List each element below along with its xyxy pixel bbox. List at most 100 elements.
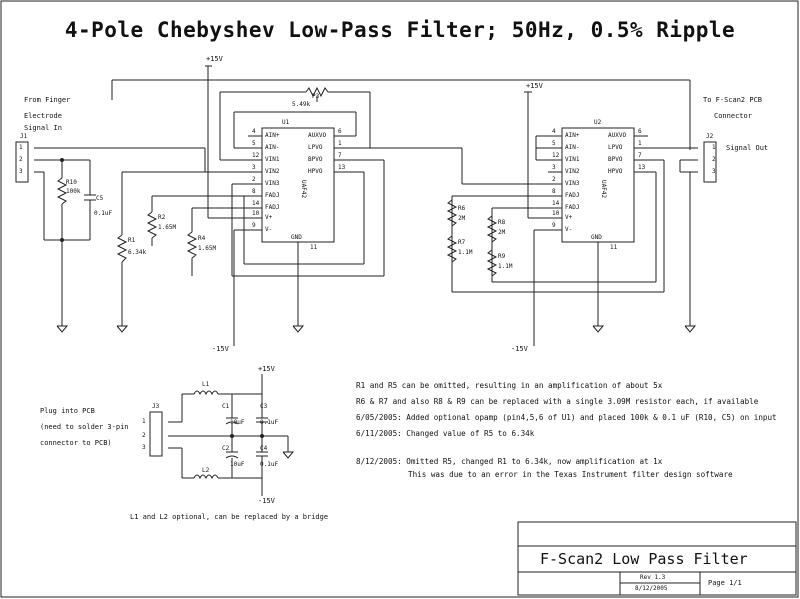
j1-pin-label-2: 2 bbox=[19, 156, 23, 163]
r1-ref: R1 bbox=[128, 237, 136, 244]
r2-resistor bbox=[146, 211, 158, 239]
u1-right-pin-name: LPVO bbox=[308, 144, 323, 151]
c2-plate-bottom bbox=[225, 455, 239, 459]
u2-left-pin-name: AIN+ bbox=[565, 132, 580, 139]
u2-ref: U2 bbox=[594, 119, 602, 126]
u1-left-pin-num: 5 bbox=[252, 140, 256, 147]
schematic-title: 4-Pole Chebyshev Low-Pass Filter; 50Hz, … bbox=[64, 18, 736, 42]
j1-label-line1: From Finger bbox=[24, 96, 71, 104]
j1-pin-label-3: 3 bbox=[19, 168, 23, 175]
u2-right-pin-name: BPVO bbox=[608, 156, 623, 163]
power-caption: L1 and L2 optional, can be replaced by a… bbox=[130, 513, 329, 521]
r8-ref: R8 bbox=[498, 219, 506, 226]
j1-pin-2 bbox=[30, 158, 34, 162]
ground-symbol-u2 bbox=[592, 325, 605, 333]
u1-ref: U1 bbox=[282, 119, 290, 126]
plug-label-line3: connector to PCB) bbox=[40, 439, 112, 447]
l1-ref: L1 bbox=[202, 381, 210, 388]
title-block-name: F-Scan2 Low Pass Filter bbox=[540, 550, 748, 568]
r6-resistor bbox=[446, 199, 458, 227]
u1-left-pin-num: 4 bbox=[252, 128, 256, 135]
u2-left-pin-num: 4 bbox=[552, 128, 556, 135]
r1-resistor bbox=[116, 234, 128, 263]
j3-pin-label-2: 2 bbox=[142, 432, 146, 439]
r6-ref: R6 bbox=[458, 205, 466, 212]
u1-gnd-label: GND bbox=[291, 234, 302, 241]
u2-right-pin-num: 13 bbox=[638, 164, 646, 171]
u2-vminus-label: -15V bbox=[511, 345, 528, 353]
r2-value: 1.65M bbox=[158, 224, 177, 231]
u2-left-pin-num: 3 bbox=[552, 164, 556, 171]
ground-symbol-power bbox=[282, 451, 295, 459]
r4-value: 1.65M bbox=[198, 245, 217, 252]
u1-left-pin-name: AIN+ bbox=[265, 132, 280, 139]
note-4: 6/11/2005: Changed value of R5 to 6.34k bbox=[356, 429, 535, 438]
u1-part: UAF42 bbox=[300, 180, 307, 199]
r4-resistor bbox=[186, 231, 198, 259]
u2-left-pin-num: 10 bbox=[552, 210, 560, 217]
u2-right-pin-num: 7 bbox=[638, 152, 642, 159]
r7-ref: R7 bbox=[458, 239, 466, 246]
u2-left-pin-num: 14 bbox=[552, 200, 560, 207]
u2-left-pin-name: V+ bbox=[565, 214, 573, 221]
u1-left-pin-num: 9 bbox=[252, 222, 256, 229]
u2-left-pin-name: V- bbox=[565, 226, 573, 233]
power-vminus-label: -15V bbox=[258, 497, 275, 505]
u1-vminus-label: -15V bbox=[212, 345, 229, 353]
r7-resistor bbox=[446, 235, 458, 263]
r8-value: 2M bbox=[498, 229, 506, 236]
u1-right-pin-num: 13 bbox=[338, 164, 346, 171]
p3-value: 5.49k bbox=[292, 101, 311, 108]
u2-right-pin-num: 1 bbox=[638, 140, 642, 147]
u1-left-pin-name: VIN3 bbox=[265, 180, 280, 187]
title-block-frame bbox=[517, 521, 797, 596]
p3-potentiometer bbox=[305, 86, 329, 98]
u2-right-pin-num: 6 bbox=[638, 128, 642, 135]
title-block-page: Page 1/1 bbox=[708, 579, 742, 587]
u2-left-pin-name: FADJ bbox=[565, 192, 580, 199]
j2-pin-label-2: 2 bbox=[712, 156, 716, 163]
c2-ref: C2 bbox=[222, 445, 230, 452]
u1-left-pin-num: 14 bbox=[252, 200, 260, 207]
r10-resistor bbox=[56, 177, 68, 205]
u2-left-pin-num: 8 bbox=[552, 188, 556, 195]
u1-right-pin-num: 1 bbox=[338, 140, 342, 147]
u2-gnd-pin: 11 bbox=[610, 244, 618, 251]
u1-right-pin-name: AUXVO bbox=[308, 132, 327, 139]
u1-left-pin-name: FADJ bbox=[265, 192, 280, 199]
u1-left-pin-name: V+ bbox=[265, 214, 273, 221]
plug-label-line2: (need to solder 3-pin bbox=[40, 423, 129, 431]
r9-resistor bbox=[486, 249, 498, 277]
j2-ref: J2 bbox=[706, 133, 714, 140]
u2-right-pin-name: AUXVO bbox=[608, 132, 627, 139]
r10-ref: R10 bbox=[66, 179, 77, 186]
u1-left-pin-name: V- bbox=[265, 226, 273, 233]
c1-ref: C1 bbox=[222, 403, 230, 410]
u1-right-pin-name: HPVO bbox=[308, 168, 323, 175]
title-block-date: 8/12/2005 bbox=[635, 585, 668, 592]
u1-left-pin-name: VIN1 bbox=[265, 156, 280, 163]
j1-pin-3 bbox=[30, 170, 34, 174]
j1-pin-1 bbox=[30, 146, 34, 150]
u1-left-pin-num: 2 bbox=[252, 176, 256, 183]
ground-symbol-r1 bbox=[116, 325, 129, 333]
title-block-rev: Rev 1.3 bbox=[640, 574, 666, 581]
j3-pin-label-1: 1 bbox=[142, 418, 146, 425]
note-3: 6/05/2005: Added optional opamp (pin4,5,… bbox=[356, 413, 777, 422]
j3-ref: J3 bbox=[152, 403, 160, 410]
r1-value: 6.34k bbox=[128, 249, 147, 256]
note-1: R1 and R5 can be omitted, resulting in a… bbox=[356, 381, 663, 390]
u1-left-pin-num: 12 bbox=[252, 152, 260, 159]
u2-left-pin-num: 5 bbox=[552, 140, 556, 147]
u2-right-pin-name: HPVO bbox=[608, 168, 623, 175]
u2-vplus-label: +15V bbox=[526, 82, 543, 90]
j2-label-line2: Connector bbox=[714, 112, 752, 120]
u2-left-pin-name: VIN1 bbox=[565, 156, 580, 163]
r2-ref: R2 bbox=[158, 214, 166, 221]
note-6: This was due to an error in the Texas In… bbox=[408, 470, 733, 479]
u2-left-pin-name: AIN- bbox=[565, 144, 580, 151]
c3-ref: C3 bbox=[260, 403, 268, 410]
j2-pin-2 bbox=[698, 158, 702, 162]
r7-value: 1.1M bbox=[458, 249, 473, 256]
